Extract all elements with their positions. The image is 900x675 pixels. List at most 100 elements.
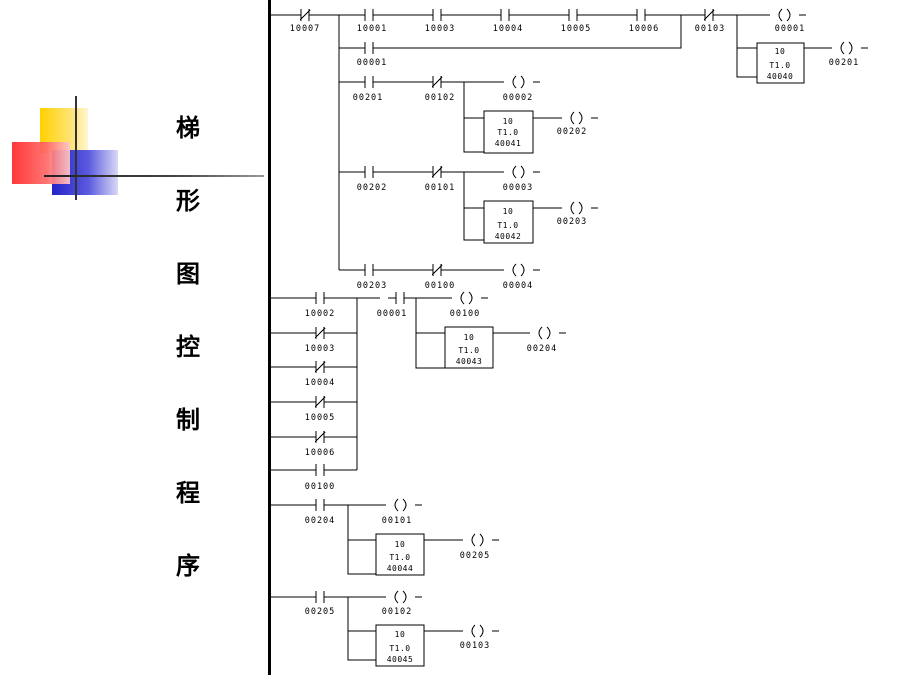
contact-10005-nc [314,396,326,408]
label-00202: 00202 [357,183,388,193]
coil-00103 [471,624,484,638]
decor-horizontal-rule [44,175,264,177]
label-coil-00202: 00202 [557,127,588,137]
contact-00101-nc [431,166,443,178]
contact-00203 [364,264,374,276]
title-char-7: 序 [176,552,200,580]
contact-00204 [315,499,325,511]
label-coil-00003: 00003 [503,183,534,193]
label-00205: 00205 [305,607,336,617]
label-10003-nc: 10003 [305,344,336,354]
timer-box-40044 [375,533,425,576]
contact-10006 [636,9,646,21]
contact-00100 [315,464,325,476]
label-10006: 10006 [629,24,660,34]
contact-10004-nc [314,361,326,373]
timer-40043-preset: 10 [464,333,475,342]
label-10005-nc: 10005 [305,413,336,423]
timer-40041-preset: 10 [503,117,514,126]
label-00204: 00204 [305,516,336,526]
contact-00103-nc [703,9,715,21]
contact-00205 [315,591,325,603]
label-10007: 10007 [290,24,321,34]
label-00100: 00100 [305,482,336,492]
timer-box-40043 [444,326,494,369]
label-10001: 10001 [357,24,388,34]
timer-40041-base: T1.0 [497,128,518,137]
contact-10005 [568,9,578,21]
label-coil-00203: 00203 [557,217,588,227]
label-coil-00100: 00100 [450,309,481,319]
contact-10001 [364,9,374,21]
coil-00003 [512,165,525,179]
timer-box-40045 [375,624,425,667]
label-00001-seal: 00001 [357,58,388,68]
timer-40043-address: 40043 [456,357,483,366]
timer-box-40042 [483,200,534,244]
coil-00205 [471,533,484,547]
ladder-wires [271,14,868,661]
label-10003: 10003 [425,24,456,34]
label-coil-00001: 00001 [775,24,806,34]
coil-00100 [460,291,473,305]
timer-40042-address: 40042 [495,232,522,241]
timer-40040-address: 40040 [767,72,794,81]
timer-40043-base: T1.0 [458,346,479,355]
decor-vertical-line [75,96,77,200]
contact-00100-nc [431,264,443,276]
timer-40045-address: 40045 [387,655,414,664]
contact-10007 [299,9,311,21]
label-10006-nc: 10006 [305,448,336,458]
timer-40044-base: T1.0 [389,553,410,562]
timer-40042-base: T1.0 [497,221,518,230]
timer-40040-base: T1.0 [769,61,790,70]
coil-00203 [570,201,583,215]
title-char-4: 控 [176,333,200,361]
label-00102-nc: 00102 [425,93,456,103]
label-10002: 10002 [305,309,336,319]
label-00103-nc: 00103 [695,24,726,34]
label-00101-nc: 00101 [425,183,456,193]
coil-00002 [512,75,525,89]
contact-00001-seal [364,42,374,54]
contact-00001 [395,292,405,304]
contact-10003-nc [314,327,326,339]
timer-40044-preset: 10 [395,540,406,549]
coil-00201 [840,41,853,55]
coil-00202 [570,111,583,125]
title-char-6: 程 [176,479,200,507]
timer-40042-preset: 10 [503,207,514,216]
contact-10002 [315,292,325,304]
contact-00202 [364,166,374,178]
coil-00204 [538,326,551,340]
timer-40045-base: T1.0 [389,644,410,653]
label-00203: 00203 [357,281,388,291]
label-coil-00101: 00101 [382,516,413,526]
title-char-1: 梯 [176,114,200,142]
title-char-5: 制 [176,406,200,434]
contact-10006-nc [314,431,326,443]
label-10004: 10004 [493,24,524,34]
timer-40040-preset: 10 [775,47,786,56]
timer-box-40040 [756,42,805,84]
contact-00201 [364,76,374,88]
label-10004-nc: 10004 [305,378,336,388]
label-coil-00204: 00204 [527,344,558,354]
coil-00004 [512,263,525,277]
label-00001: 00001 [377,309,408,319]
title-char-3: 图 [176,260,200,288]
coil-00101 [394,498,407,512]
timer-40044-address: 40044 [387,564,414,573]
contact-00102-nc [431,76,443,88]
label-00201: 00201 [353,93,384,103]
label-coil-00201: 00201 [829,58,860,68]
label-coil-00102: 00102 [382,607,413,617]
label-10005: 10005 [561,24,592,34]
label-00100-nc: 00100 [425,281,456,291]
label-coil-00205: 00205 [460,551,491,561]
title-char-2: 形 [176,187,200,215]
label-coil-00004: 00004 [503,281,534,291]
label-coil-00002: 00002 [503,93,534,103]
decor-red-square [12,142,70,184]
coil-00001 [778,8,791,22]
